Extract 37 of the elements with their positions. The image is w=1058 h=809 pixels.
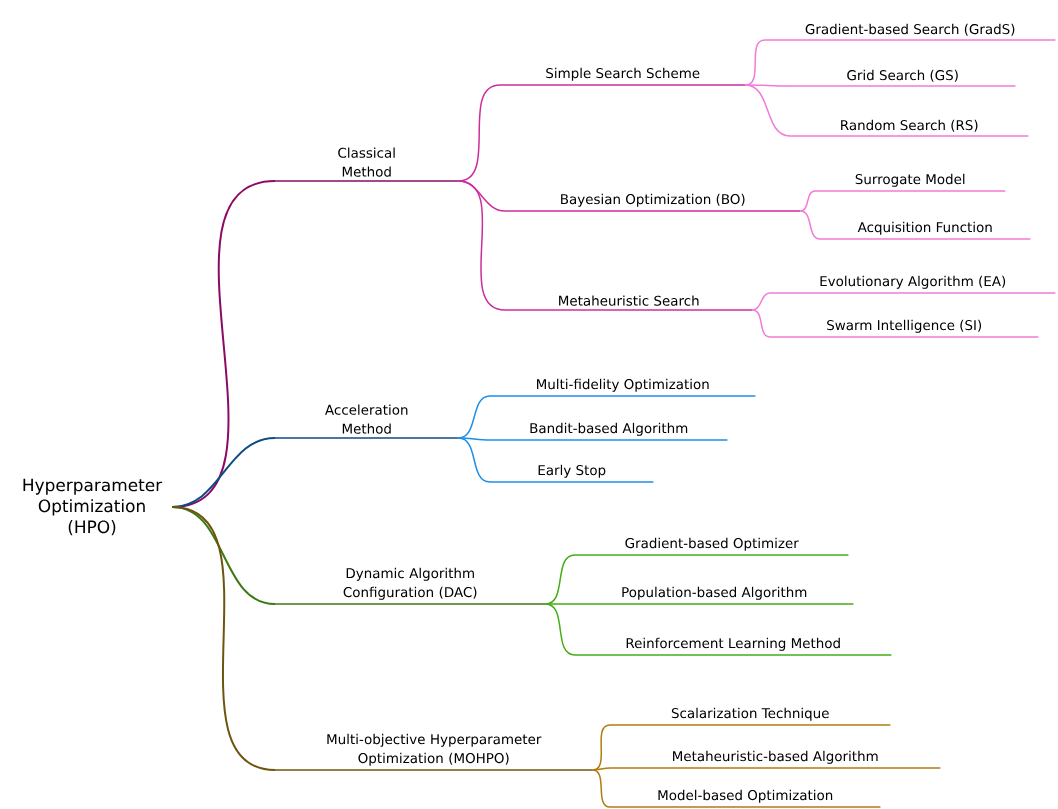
- root-label: Hyperparameter Optimization (HPO): [23, 478, 163, 536]
- branch-label: Metaheuristic Search: [504, 295, 754, 311]
- branch-label: Early Stop: [489, 464, 655, 483]
- branch-label: Dynamic Algorithm Configuration (DAC): [274, 567, 547, 605]
- branch-label: Acceleration Method: [274, 404, 460, 439]
- branch-curve: [751, 309, 771, 338]
- branch-label: Random Search (RS): [789, 119, 1030, 137]
- branch-label: Acquisition Function: [819, 221, 1032, 240]
- branch-curve: [457, 180, 506, 311]
- branch-label: Gradient-based Search (GradS): [764, 23, 1057, 41]
- branch-label: Bayesian Optimization (BO): [504, 193, 802, 212]
- branch-label: Population-based Algorithm: [574, 586, 855, 605]
- branch-label: Evolutionary Algorithm (EA): [769, 275, 1057, 294]
- branch-label: Reinforcement Learning Method: [574, 637, 893, 656]
- branch-curve: [591, 767, 611, 771]
- branch-label: Simple Search Scheme: [499, 67, 747, 86]
- branch-curve: [751, 292, 771, 311]
- branch-label: Swarm Intelligence (SI): [769, 319, 1040, 338]
- branch-label: Grid Search (GS): [789, 69, 1017, 87]
- branch-curve: [457, 437, 491, 441]
- branch-curve: [457, 437, 491, 483]
- branch-label: Multi-objective Hyperparameter Optimization (MOHPO): [274, 733, 594, 771]
- branch-label: Gradient-based Optimizer: [574, 537, 850, 556]
- branch-curve: [544, 603, 576, 605]
- branch-label: Model-based Optimization: [609, 789, 882, 808]
- branch-label: Surrogate Model: [814, 173, 1007, 192]
- branch-label: Metaheuristic-based Algorithm: [609, 750, 942, 769]
- branch-curve: [171, 506, 276, 771]
- branch-curve: [799, 210, 821, 240]
- branch-label: Classical Method: [274, 147, 460, 182]
- branch-label: Scalarization Technique: [609, 707, 892, 726]
- branch-curve: [591, 769, 611, 808]
- branch-label: Bandit-based Algorithm: [489, 422, 729, 441]
- branch-curve: [799, 190, 816, 212]
- branch-label: Multi-fidelity Optimization: [489, 378, 757, 397]
- branch-curve: [544, 603, 576, 656]
- branch-curve: [744, 84, 791, 137]
